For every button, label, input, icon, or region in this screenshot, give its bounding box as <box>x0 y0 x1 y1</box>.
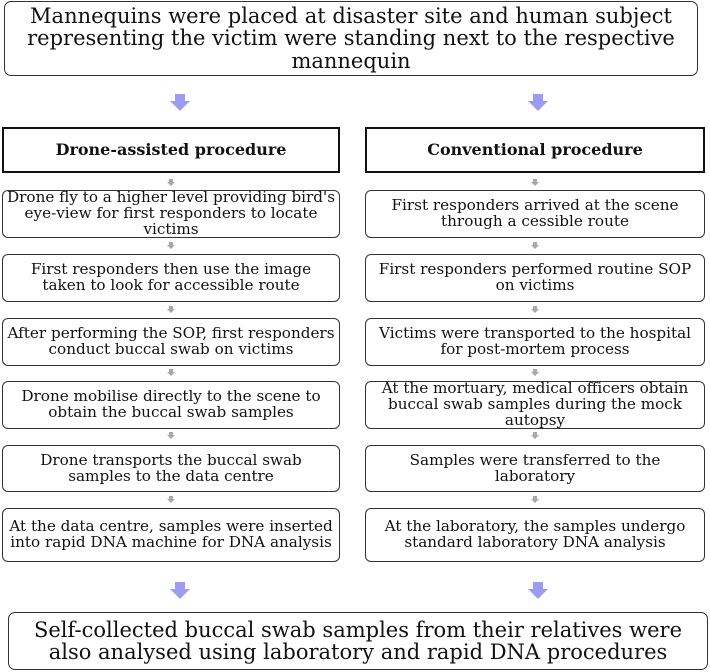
arrow-down-icon <box>531 306 539 313</box>
conventional-procedure-header: Conventional procedure <box>365 127 705 173</box>
arrow-down-icon <box>531 179 539 186</box>
drone-step: At the data centre, samples were inserte… <box>2 508 340 562</box>
arrow-down-icon <box>170 94 190 111</box>
arrow-down-icon <box>531 432 539 439</box>
conventional-step-text: First responders arrived at the scene th… <box>391 196 679 230</box>
arrow-down-icon <box>528 94 548 111</box>
drone-step-text: Drone mobilise directly to the scene to … <box>21 387 321 421</box>
arrow-down-icon <box>167 306 175 313</box>
drone-step: Drone transports the buccal swab samples… <box>2 445 340 492</box>
conventional-step-text: First responders performed routine SOP o… <box>378 260 692 294</box>
conventional-step-text: At the mortuary, medical officers obtain… <box>381 381 689 429</box>
arrow-down-icon <box>167 496 175 503</box>
drone-procedure-header: Drone-assisted procedure <box>2 127 340 173</box>
conventional-step: First responders arrived at the scene th… <box>365 190 705 238</box>
arrow-down-icon <box>167 369 175 376</box>
drone-step-text: First responders then use the image take… <box>30 260 312 294</box>
conventional-step-text: Samples were transferred to the laborato… <box>409 450 661 485</box>
conventional-step: Samples were transferred to the laborato… <box>365 445 705 492</box>
drone-step: Drone fly to a higher level providing bi… <box>2 190 340 238</box>
drone-step-text: After performing the SOP, first responde… <box>7 324 335 358</box>
arrow-down-icon <box>531 242 539 249</box>
drone-step-text: Drone transports the buccal swab samples… <box>40 450 302 485</box>
arrow-down-icon <box>528 582 548 599</box>
conventional-step: Victims were transported to the hospital… <box>365 318 705 366</box>
drone-step-text: Drone fly to a higher level providing bi… <box>7 190 335 238</box>
drone-step: Drone mobilise directly to the scene to … <box>2 381 340 429</box>
drone-step-text: At the data centre, samples were inserte… <box>9 517 333 551</box>
top-box: Mannequins were placed at disaster site … <box>4 1 698 76</box>
drone-procedure-title: Drone-assisted procedure <box>55 139 287 159</box>
arrow-down-icon <box>531 496 539 503</box>
drone-step: After performing the SOP, first responde… <box>2 318 340 366</box>
conventional-step: At the mortuary, medical officers obtain… <box>365 381 705 429</box>
arrow-down-icon <box>531 369 539 376</box>
conventional-step-text: At the laboratory, the samples undergo s… <box>384 517 686 551</box>
conventional-step: At the laboratory, the samples undergo s… <box>365 508 705 562</box>
arrow-down-icon <box>170 582 190 599</box>
arrow-down-icon <box>167 179 175 186</box>
arrow-down-icon <box>167 432 175 439</box>
drone-step: First responders then use the image take… <box>2 254 340 302</box>
arrow-down-icon <box>167 242 175 249</box>
conventional-step-text: Victims were transported to the hospital… <box>379 324 691 358</box>
top-box-text: Mannequins were placed at disaster site … <box>27 3 675 73</box>
bottom-box: Self-collected buccal swab samples from … <box>8 612 708 670</box>
conventional-procedure-title: Conventional procedure <box>427 139 643 159</box>
bottom-box-text: Self-collected buccal swab samples from … <box>33 617 683 664</box>
conventional-step: First responders performed routine SOP o… <box>365 254 705 302</box>
